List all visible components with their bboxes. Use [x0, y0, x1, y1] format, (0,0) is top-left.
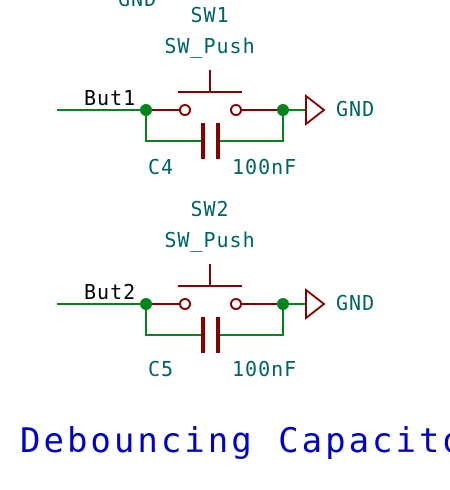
gnd-label: GND — [336, 291, 375, 315]
switch-value: SW_Push — [164, 228, 255, 252]
capacitor-reference: C5 — [148, 357, 174, 381]
net-label: But2 — [84, 280, 136, 304]
cap-wire-right — [218, 304, 284, 336]
debounce-circuit-2: SW2 SW_Push But2 C5 100nF GND — [57, 197, 375, 381]
switch-reference: SW2 — [190, 197, 229, 221]
cap-wire-right — [218, 110, 284, 142]
debounce-circuit-1: SW1 SW_Push But1 C4 100nF GND — [57, 3, 375, 179]
capacitor-value: 100nF — [232, 357, 297, 381]
switch-reference: SW1 — [190, 3, 229, 27]
cap-wire-left — [145, 304, 203, 336]
schematic-title: Debouncing Capacitor — [20, 421, 450, 461]
capacitor-symbol — [201, 317, 220, 353]
net-label: But1 — [84, 86, 136, 110]
push-switch — [146, 70, 283, 116]
capacitor-symbol — [201, 123, 220, 159]
top-partial-gnd-label: GND — [118, 0, 157, 11]
gnd-label: GND — [336, 97, 375, 121]
gnd-symbol — [305, 93, 326, 127]
switch-value: SW_Push — [164, 34, 255, 58]
push-switch — [146, 264, 283, 310]
capacitor-value: 100nF — [232, 155, 297, 179]
capacitor-reference: C4 — [148, 155, 174, 179]
cap-wire-left — [145, 110, 203, 142]
gnd-symbol — [305, 287, 326, 321]
